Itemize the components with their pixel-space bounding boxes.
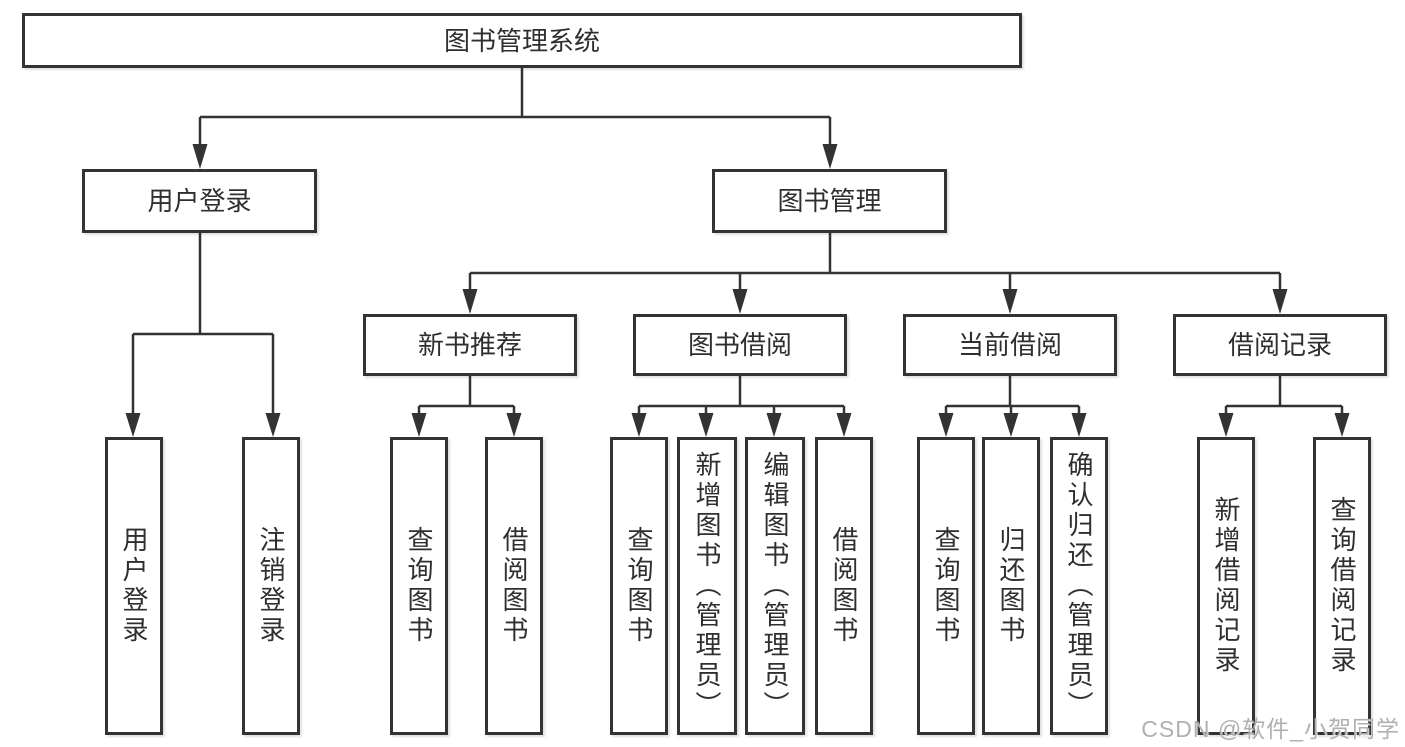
connectors-borrowing-records bbox=[1224, 376, 1344, 415]
connectors-current-borrowing bbox=[944, 376, 1081, 415]
leaf-query-borrow-record-label: 查询借阅记录 bbox=[1327, 496, 1357, 676]
leaf-query-books-2-label: 查询图书 bbox=[624, 526, 654, 646]
arrowheads-user-login bbox=[125, 413, 281, 437]
leaf-edit-book-admin-label: 编辑图书（管理员） bbox=[760, 451, 790, 721]
arrowheads-book-borrowing bbox=[631, 413, 852, 437]
arrowheads-borrowing-records bbox=[1218, 413, 1350, 437]
node-new-book-recommend-label: 新书推荐 bbox=[417, 330, 522, 360]
arrowheads-root bbox=[192, 144, 838, 169]
arrowheads-new-book-recommend bbox=[411, 413, 522, 437]
connectors-new-book-recommend bbox=[417, 376, 516, 415]
leaf-return-books: 归还图书 bbox=[982, 437, 1040, 735]
node-book-borrowing-label: 图书借阅 bbox=[687, 330, 792, 360]
arrowheads-current-borrowing bbox=[938, 413, 1087, 437]
leaf-logout: 注销登录 bbox=[242, 437, 300, 735]
leaf-return-books-label: 归还图书 bbox=[996, 526, 1026, 646]
leaf-add-book-admin: 新增图书（管理员） bbox=[677, 437, 737, 735]
node-book-management: 图书管理 bbox=[712, 169, 947, 233]
leaf-borrow-books-2: 借阅图书 bbox=[815, 437, 873, 735]
connectors-book-management bbox=[468, 233, 1282, 291]
node-new-book-recommend: 新书推荐 bbox=[363, 314, 577, 376]
leaf-confirm-return-admin-label: 确认归还（管理员） bbox=[1064, 451, 1094, 721]
leaf-edit-book-admin: 编辑图书（管理员） bbox=[745, 437, 805, 735]
connectors-root bbox=[198, 68, 832, 146]
node-current-borrowing: 当前借阅 bbox=[903, 314, 1117, 376]
node-user-login: 用户登录 bbox=[82, 169, 317, 233]
leaf-add-borrow-record: 新增借阅记录 bbox=[1197, 437, 1255, 735]
node-book-management-label: 图书管理 bbox=[777, 186, 882, 216]
node-borrowing-records-label: 借阅记录 bbox=[1227, 330, 1332, 360]
leaf-logout-label: 注销登录 bbox=[256, 526, 286, 646]
leaf-add-borrow-record-label: 新增借阅记录 bbox=[1211, 496, 1241, 676]
leaf-borrow-books-2-label: 借阅图书 bbox=[829, 526, 859, 646]
leaf-confirm-return-admin: 确认归还（管理员） bbox=[1050, 437, 1108, 735]
leaf-query-books-1: 查询图书 bbox=[390, 437, 448, 735]
leaf-query-books-1-label: 查询图书 bbox=[404, 526, 434, 646]
connectors-book-borrowing bbox=[637, 376, 846, 415]
leaf-add-book-admin-label: 新增图书（管理员） bbox=[692, 451, 722, 721]
node-root-label: 图书管理系统 bbox=[443, 25, 600, 56]
node-borrowing-records: 借阅记录 bbox=[1173, 314, 1387, 376]
connectors-user-login bbox=[131, 233, 275, 415]
leaf-query-books-3-label: 查询图书 bbox=[931, 526, 961, 646]
node-root: 图书管理系统 bbox=[22, 13, 1022, 68]
arrowheads-book-management bbox=[462, 289, 1288, 314]
watermark: CSDN @软件_小贺同学 bbox=[1141, 716, 1400, 742]
leaf-query-books-2: 查询图书 bbox=[610, 437, 668, 735]
node-user-login-label: 用户登录 bbox=[147, 186, 252, 216]
leaf-borrow-books-1-label: 借阅图书 bbox=[499, 526, 529, 646]
leaf-borrow-books-1: 借阅图书 bbox=[485, 437, 543, 735]
leaf-query-borrow-record: 查询借阅记录 bbox=[1313, 437, 1371, 735]
node-book-borrowing: 图书借阅 bbox=[633, 314, 847, 376]
leaf-query-books-3: 查询图书 bbox=[917, 437, 975, 735]
leaf-user-login: 用户登录 bbox=[105, 437, 163, 735]
node-current-borrowing-label: 当前借阅 bbox=[957, 330, 1062, 360]
leaf-user-login-label: 用户登录 bbox=[119, 526, 149, 646]
